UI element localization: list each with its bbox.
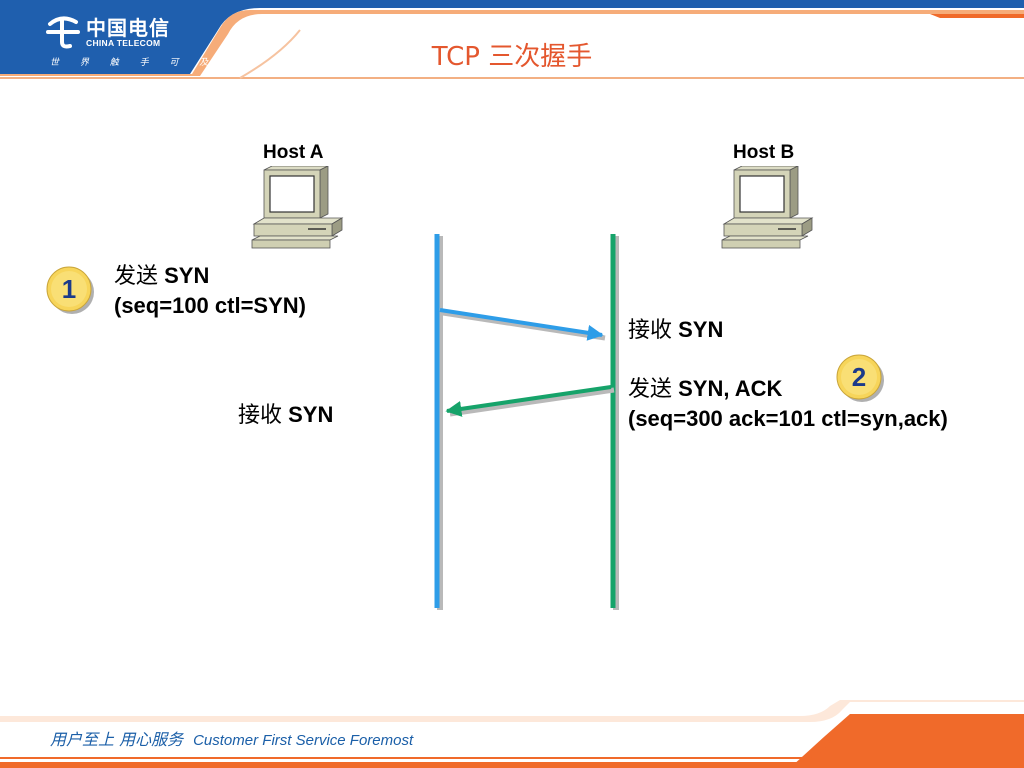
footer-slogan: 用户至上 用心服务 Customer First Service Foremost <box>50 726 413 750</box>
footer-slogan-en: Customer First Service Foremost <box>193 732 414 749</box>
host-a-receive-label: 接收 SYN <box>238 400 333 431</box>
footer-band <box>0 700 1024 768</box>
host-b-label: Host B <box>733 142 795 163</box>
host-a-receive-en: SYN <box>282 402 334 427</box>
footer-slogan-cn: 用户至上 用心服务 <box>50 730 184 749</box>
step-2-send-detail: (seq=300 ack=101 ctl=syn,ack) <box>628 406 948 431</box>
step-2-send-label: 发送 SYN, ACK <box>628 374 782 405</box>
host-a-label: Host A <box>263 142 324 163</box>
host-a-receive-cn: 接收 <box>238 403 283 428</box>
step-2-send-en: SYN, ACK <box>672 376 783 401</box>
host-a-computer-icon <box>251 166 344 249</box>
host-b-receive-cn: 接收 <box>628 318 673 343</box>
step-1-badge-icon <box>46 266 94 314</box>
host-b-computer-icon <box>721 166 814 249</box>
header-band <box>0 0 1024 90</box>
syn-arrow <box>439 308 604 341</box>
host-b-receive-en: SYN <box>672 317 724 342</box>
step-1-send-label: 发送 SYN <box>114 261 209 292</box>
step-1-number: 1 <box>61 274 77 304</box>
host-b-receive-label: 接收 SYN <box>628 315 723 346</box>
step-1-send-cn: 发送 <box>114 264 159 289</box>
step-2-send-cn: 发送 <box>628 377 673 402</box>
step-1-send-detail: (seq=100 ctl=SYN) <box>114 293 306 318</box>
slide-title: TCP 三次握手 <box>431 42 593 72</box>
step-2-badge-icon <box>836 354 884 402</box>
logo-slogan: 世 界 触 手 可 及 <box>50 58 218 68</box>
logo-english-text: CHINA TELECOM <box>86 38 161 48</box>
step-2-number: 2 <box>851 362 867 392</box>
logo-chinese-text: 中国电信 <box>86 16 170 40</box>
china-telecom-logo-icon <box>46 16 80 49</box>
step-1-send-en: SYN <box>158 263 210 288</box>
syn-ack-arrow <box>445 385 612 417</box>
